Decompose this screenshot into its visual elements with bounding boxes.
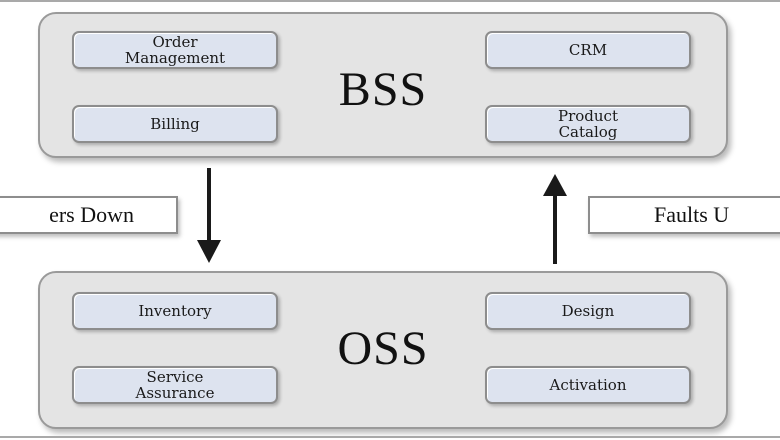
order-management-label: Order Management [124,33,226,67]
faults-up-label-box: Faults U [588,196,780,234]
down-arrow-icon [197,168,221,263]
orders-down-label-box: ers Down [0,196,178,234]
inventory-label: Inventory [138,302,212,320]
bottom-border-line [0,436,780,438]
product-catalog-module: Product Catalog [485,105,691,143]
design-label: Design [561,302,615,320]
order-management-module: Order Management [72,31,278,69]
oss-system-box: Inventory Design OSS Service Assurance A… [38,271,728,429]
bss-system-box: Order Management CRM BSS Billing Product… [38,12,728,158]
up-arrow-icon [543,174,567,264]
billing-module: Billing [72,105,278,143]
inventory-module: Inventory [72,292,278,330]
top-border-line [0,0,780,2]
orders-down-label: ers Down [49,202,134,227]
crm-label: CRM [568,41,608,59]
faults-up-label: Faults U [654,202,730,227]
bss-title: BSS [338,63,428,116]
service-assurance-label: Service Assurance [135,368,215,402]
product-catalog-label: Product Catalog [558,107,618,141]
oss-title: OSS [337,322,429,375]
activation-label: Activation [549,376,627,394]
design-module: Design [485,292,691,330]
crm-module: CRM [485,31,691,69]
billing-label: Billing [150,115,200,133]
activation-module: Activation [485,366,691,404]
service-assurance-module: Service Assurance [72,366,278,404]
